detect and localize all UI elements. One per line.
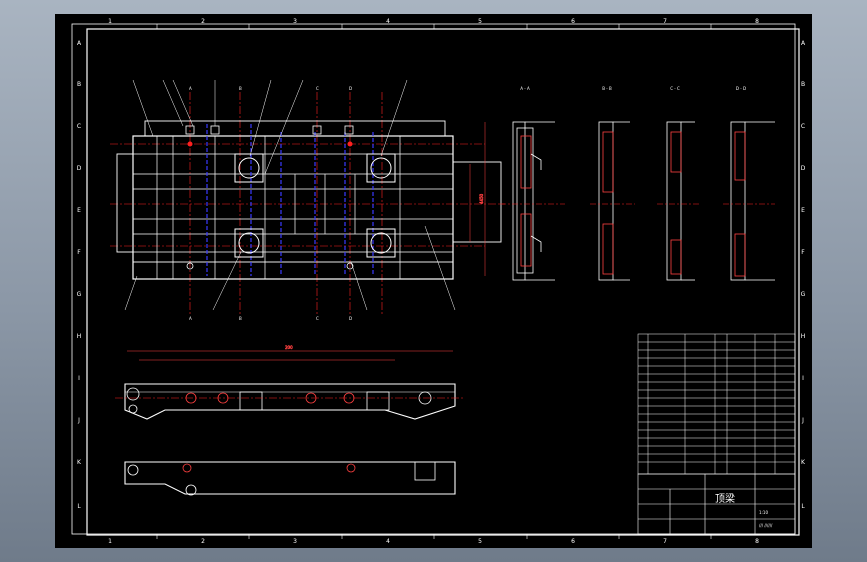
zone-row-left: I <box>78 375 80 382</box>
svg-text:A: A <box>189 316 192 321</box>
zone-row-left: K <box>77 459 82 466</box>
zone-col-bottom: 5 <box>478 538 482 545</box>
svg-text:D: D <box>349 316 352 321</box>
zone-row-left: L <box>77 503 81 510</box>
plan-left-cap <box>116 153 134 253</box>
plan-hidden-lines <box>206 124 374 276</box>
zone-row-left: D <box>77 165 82 172</box>
svg-text:C: C <box>316 86 319 91</box>
svg-text:200: 200 <box>285 345 293 350</box>
plan-dimensions: 4450 <box>469 122 486 276</box>
section-label-c: C - C <box>670 86 680 91</box>
zone-col-top: 8 <box>755 18 759 25</box>
zone-col-bottom: 8 <box>755 538 759 545</box>
zone-row-right: L <box>801 503 805 510</box>
zone-row-right: K <box>801 459 806 466</box>
plan-rails <box>133 136 453 279</box>
zone-row-left: J <box>77 417 80 424</box>
zone-rows-left: A B C D E F G H I J K L <box>77 40 82 510</box>
zone-row-left: B <box>77 81 81 88</box>
section-label-b: B - B <box>602 86 612 91</box>
plan-outer-frame <box>132 135 454 280</box>
zone-columns-top: 1 2 3 4 5 6 7 8 <box>108 18 759 25</box>
elevation-lower-holes <box>127 461 436 496</box>
section-d-d <box>730 121 775 281</box>
zone-row-left: E <box>77 207 81 214</box>
zone-row-left: H <box>77 333 82 340</box>
title-block-code: /// ////// <box>759 523 773 528</box>
section-label-d: D - D <box>736 86 746 91</box>
zone-col-bottom: 6 <box>571 538 575 545</box>
elevation-beam-lower <box>124 461 456 495</box>
zone-row-right: B <box>801 81 805 88</box>
zone-row-right: C <box>801 123 805 130</box>
zone-row-right: A <box>801 40 806 47</box>
section-views[interactable]: A - A B - B C - C D - D <box>500 86 775 281</box>
zone-col-top: 1 <box>108 18 112 25</box>
zone-col-top: 3 <box>293 18 297 25</box>
plan-cut-marks: A B C D A B C D <box>189 86 352 321</box>
svg-text:A: A <box>189 86 192 91</box>
plan-bosses <box>234 153 396 258</box>
engineering-drawing: 1 2 3 4 5 6 7 8 1 2 3 4 5 6 7 8 A B C D … <box>71 18 806 545</box>
plan-view[interactable]: 4450 A B C D A B C D <box>110 79 505 321</box>
svg-text:B: B <box>239 86 242 91</box>
section-label-a: A - A <box>520 86 530 91</box>
zone-row-right: I <box>802 375 804 382</box>
section-labels: A - A B - B C - C D - D <box>520 86 746 91</box>
elevation-dimension: 200 <box>127 345 453 361</box>
plan-centerlines <box>110 92 505 314</box>
title-block-scale: 1:10 <box>759 510 768 515</box>
zone-row-right: E <box>801 207 805 214</box>
svg-text:4450: 4450 <box>479 193 484 204</box>
zone-row-right: D <box>801 165 806 172</box>
plan-bottom-flange <box>132 261 454 280</box>
zone-column-ticks <box>156 24 712 539</box>
title-block[interactable] <box>637 473 796 535</box>
zone-col-bottom: 4 <box>386 538 390 545</box>
section-b-b <box>598 121 630 281</box>
plan-right-extension <box>452 161 502 243</box>
svg-text:D: D <box>349 86 352 91</box>
zone-col-top: 6 <box>571 18 575 25</box>
elevation-beam-upper <box>124 383 456 420</box>
zone-row-right: H <box>801 333 806 340</box>
svg-text:C: C <box>316 316 319 321</box>
parts-list[interactable] <box>637 333 796 475</box>
plan-leaders <box>124 79 456 311</box>
section-a-a <box>512 121 555 281</box>
zone-col-bottom: 2 <box>201 538 205 545</box>
cad-viewport[interactable]: 1 2 3 4 5 6 7 8 1 2 3 4 5 6 7 8 A B C D … <box>55 14 812 548</box>
zone-col-top: 4 <box>386 18 390 25</box>
title-block-name: 顶梁 <box>715 492 735 505</box>
section-c-c <box>666 121 695 281</box>
svg-text:B: B <box>239 316 242 321</box>
plan-top-flange <box>144 120 446 137</box>
zone-col-bottom: 1 <box>108 538 112 545</box>
zone-rows-right: A B C D E F G H I J K L <box>801 40 806 510</box>
zone-col-bottom: 3 <box>293 538 297 545</box>
zone-row-left: C <box>77 123 81 130</box>
zone-col-top: 5 <box>478 18 482 25</box>
zone-col-top: 2 <box>201 18 205 25</box>
sheet-border-outer <box>71 23 796 535</box>
side-elevation[interactable]: 200 <box>115 345 465 496</box>
zone-col-top: 7 <box>663 18 667 25</box>
zone-row-right: G <box>801 291 806 298</box>
plan-pins <box>185 125 354 270</box>
zone-col-bottom: 7 <box>663 538 667 545</box>
sheet-border-inner <box>86 28 800 536</box>
zone-row-left: A <box>77 40 82 47</box>
zone-row-left: G <box>77 291 82 298</box>
zone-columns-bottom: 1 2 3 4 5 6 7 8 <box>108 538 759 545</box>
zone-row-right: F <box>801 249 805 256</box>
zone-row-left: F <box>77 249 81 256</box>
zone-row-right: J <box>801 417 804 424</box>
